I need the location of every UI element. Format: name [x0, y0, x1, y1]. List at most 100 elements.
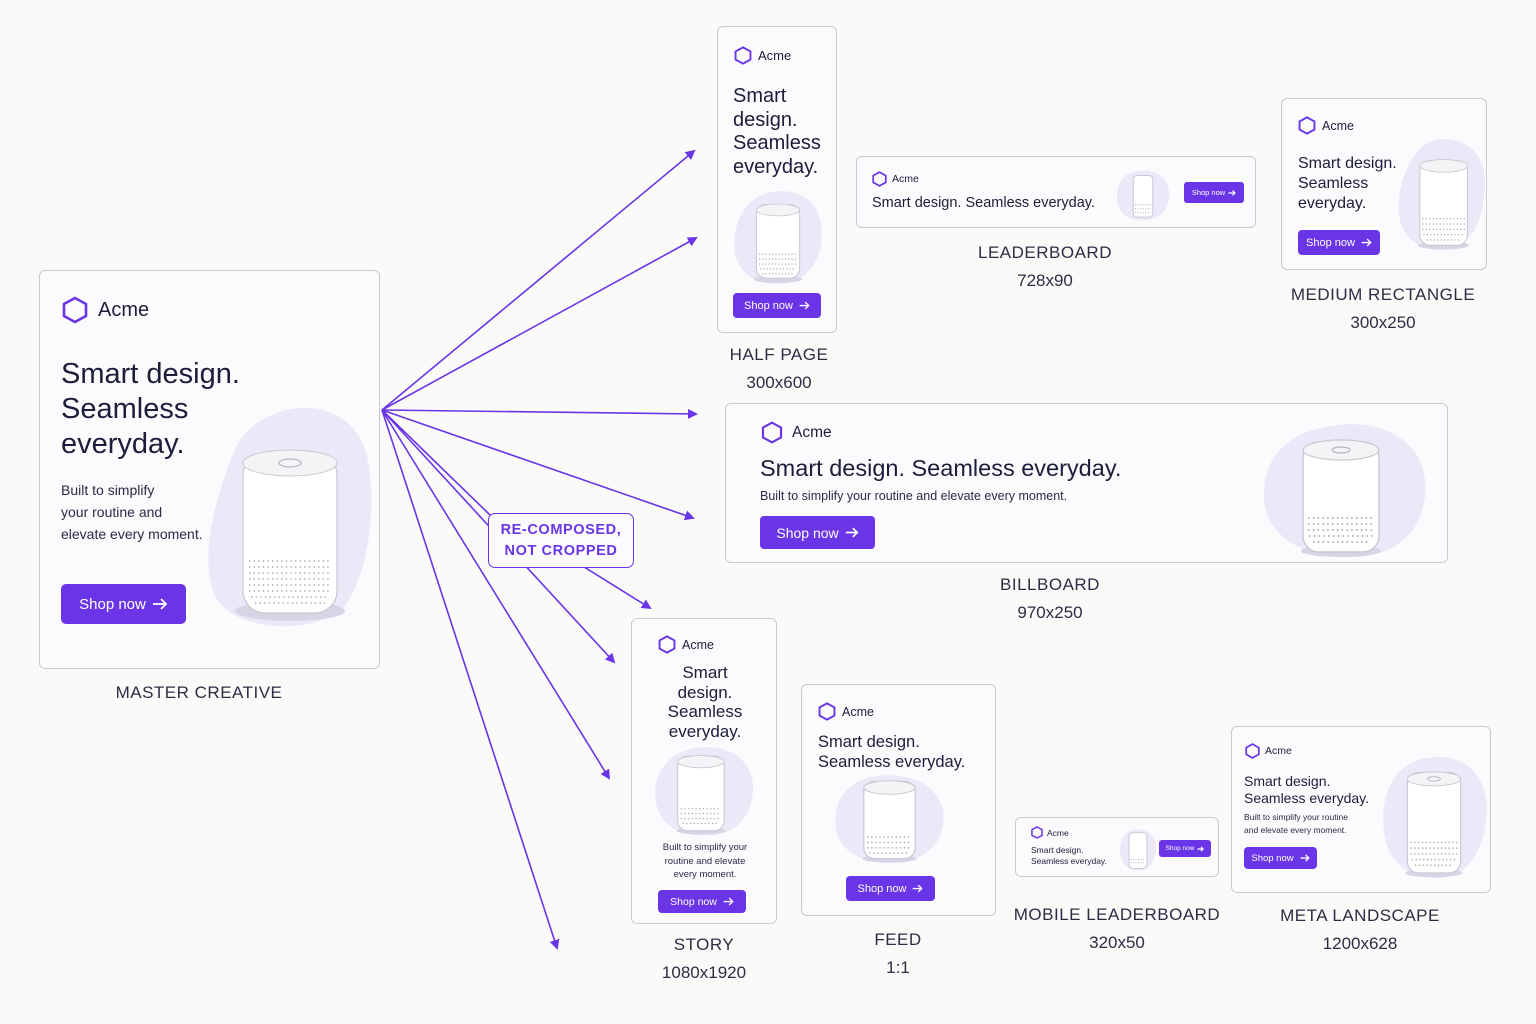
hexagon-logo-icon — [62, 296, 88, 324]
headline: Smart design. Seamless everyday. — [733, 85, 821, 179]
feed-ad: Acme Smart design. Seamless everyday. Sh… — [801, 684, 996, 916]
arrow-right-icon — [1361, 238, 1372, 247]
body-line-2: routine and elevate — [664, 855, 746, 867]
headline: Smart design. Seamless everyday. — [872, 195, 1095, 211]
arrow-to-billboard-top — [381, 408, 698, 419]
headline: Smart design. Seamless everyday. — [61, 357, 240, 462]
callout-line-1: RE-COMPOSED, — [500, 522, 622, 538]
medium-rectangle-ad: Acme Smart design. Seamless everyday. Sh… — [1281, 98, 1487, 270]
label-feed: FEED 1:1 — [838, 930, 958, 978]
brand-logo: Acme — [62, 296, 149, 324]
cta-label: Shop now — [1191, 188, 1226, 197]
body-line-1: Built to simplify your — [662, 842, 748, 853]
body-line-3: every moment. — [673, 869, 737, 880]
cta-label: Shop now — [857, 882, 907, 895]
cta-label: Shop now — [1165, 845, 1195, 852]
brand-logo: Acme — [1031, 826, 1069, 839]
label-medium-rectangle: MEDIUM RECTANGLE 300x250 — [1283, 285, 1483, 333]
format-name: META LANDSCAPE — [1280, 906, 1440, 925]
arrow-right-icon — [1197, 845, 1205, 852]
format-size: 1200x628 — [1322, 934, 1398, 953]
label-leaderboard: LEADERBOARD 728x90 — [945, 243, 1145, 291]
body-line-2: your routine and — [61, 504, 163, 520]
brand-name: Acme — [842, 704, 874, 719]
half-page-ad: Acme Smart design. Seamless everyday. Sh… — [717, 26, 837, 333]
headline: Smart design. Seamless everyday. — [760, 455, 1122, 481]
label-billboard: BILLBOARD 970x250 — [950, 575, 1150, 623]
format-name: LEADERBOARD — [978, 243, 1112, 262]
master-creative: Acme Smart design. Seamless everyday. Bu… — [39, 270, 380, 669]
headline: Smart design. Seamless everyday. — [1298, 154, 1397, 214]
shop-now-button[interactable]: Shop now — [1184, 182, 1244, 203]
label-story: STORY 1080x1920 — [624, 935, 784, 983]
headline-line-1: Smart design. — [1031, 845, 1084, 855]
format-size: 320x50 — [1089, 933, 1145, 952]
story-ad: Acme Smart design. Seamless everyday. Bu… — [631, 618, 777, 924]
headline-line-2: design. — [677, 682, 733, 702]
cta-label: Shop now — [1306, 236, 1355, 249]
label-mobile-leaderboard: MOBILE LEADERBOARD 320x50 — [1012, 905, 1222, 953]
headline-line-2: Seamless everyday. — [818, 753, 966, 771]
arrow-to-billboard-bottom — [381, 409, 695, 521]
brand-name: Acme — [98, 298, 150, 321]
arrow-to-half-page-top — [381, 149, 696, 411]
smart-speaker-icon — [835, 775, 944, 863]
format-name: STORY — [673, 935, 735, 954]
headline-line-3: Seamless — [667, 702, 743, 721]
brand-logo: Acme — [734, 46, 791, 65]
format-size: 1080x1920 — [661, 963, 747, 982]
shop-now-button[interactable]: Shop now — [1244, 847, 1317, 869]
shop-now-button[interactable]: Shop now — [1159, 840, 1211, 857]
headline-line-4: everyday. — [733, 155, 819, 178]
leaderboard-ad: Acme Smart design. Seamless everyday. Sh… — [856, 156, 1256, 228]
format-name: MASTER CREATIVE — [115, 683, 283, 702]
headline: Smart design. Seamless everyday. — [818, 732, 965, 772]
shop-now-button[interactable]: Shop now — [733, 293, 821, 318]
format-size: 1:1 — [886, 958, 910, 977]
headline-line-4: everyday. — [668, 721, 742, 741]
brand-logo: Acme — [658, 635, 714, 654]
smart-speaker-icon — [1263, 424, 1426, 558]
mobile-leaderboard-ad: Acme Smart design. Seamless everyday. Sh… — [1015, 817, 1219, 877]
arrow-right-icon — [1228, 189, 1237, 196]
headline-line-1: Smart — [682, 663, 728, 682]
headline-line-1: Smart design. — [1244, 773, 1331, 789]
shop-now-button[interactable]: Shop now — [846, 876, 935, 901]
body-copy: Built to simplify your routine and eleva… — [760, 489, 1068, 503]
arrow-right-icon — [845, 527, 859, 538]
shop-now-button[interactable]: Shop now — [760, 516, 875, 549]
label-half-page: HALF PAGE 300x600 — [699, 345, 859, 393]
body-copy: Built to simplify your routine and eleva… — [61, 479, 203, 545]
smart-speaker-icon — [208, 407, 372, 627]
format-name: BILLBOARD — [1000, 575, 1100, 594]
body-line-1: Built to simplify — [61, 482, 155, 498]
brand-logo: Acme — [818, 702, 874, 721]
format-size: 970x250 — [1017, 603, 1083, 622]
headline-line-1: Smart design. — [1298, 155, 1397, 172]
headline-line-2: Seamless everyday. — [1031, 856, 1107, 866]
smart-speaker-icon — [655, 747, 754, 836]
arrow-right-icon — [799, 301, 810, 310]
hexagon-logo-icon — [1245, 743, 1260, 759]
brand-logo: Acme — [761, 421, 832, 444]
shop-now-button[interactable]: Shop now — [658, 890, 746, 913]
headline-line-2: design. — [733, 108, 798, 131]
cta-label: Shop now — [670, 895, 717, 908]
hexagon-logo-icon — [734, 46, 752, 65]
shop-now-button[interactable]: Shop now — [1298, 230, 1380, 255]
shop-now-button[interactable]: Shop now — [61, 584, 186, 624]
body-line-2: and elevate every moment. — [1244, 824, 1347, 835]
headline-line-1: Smart — [733, 85, 787, 107]
label-meta-landscape: META LANDSCAPE 1200x628 — [1250, 906, 1470, 954]
brand-name: Acme — [1322, 118, 1354, 133]
format-size: 300x600 — [746, 373, 812, 392]
smart-speaker-icon — [1398, 139, 1485, 250]
headline-line-1: Smart design. — [818, 733, 920, 751]
hexagon-logo-icon — [1031, 826, 1043, 839]
smart-speaker-icon — [1117, 170, 1170, 221]
label-master: MASTER CREATIVE — [39, 683, 359, 703]
brand-name: Acme — [1265, 745, 1292, 757]
brand-name: Acme — [1047, 827, 1069, 838]
arrow-right-icon — [723, 897, 734, 906]
arrow-to-story-top — [381, 409, 652, 610]
